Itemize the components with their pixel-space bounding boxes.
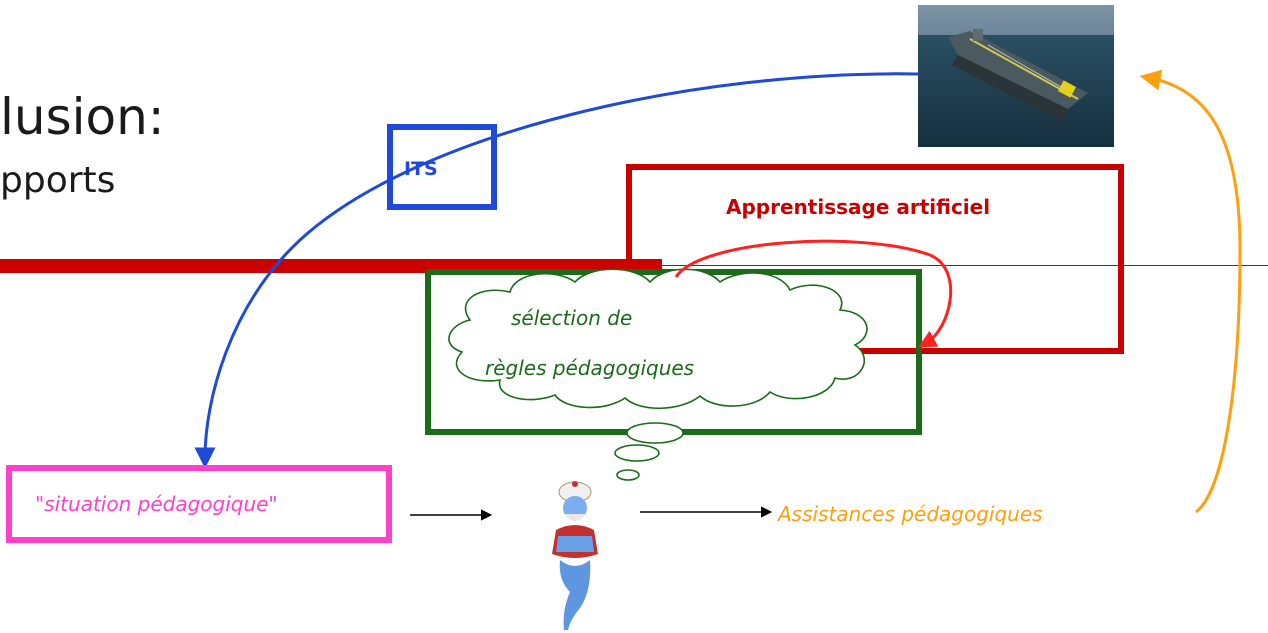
situation-box <box>6 465 392 543</box>
its-arc-arrow <box>194 72 919 469</box>
slide-subtitle: pports <box>0 160 116 201</box>
situation-label: "situation pédagogique" <box>35 492 278 516</box>
machine-learning-label: Apprentissage artificiel <box>726 195 991 219</box>
feedback-arc-arrow <box>1139 69 1242 514</box>
cloud-line-2: règles pédagogiques <box>485 356 695 380</box>
cloud-line-1: sélection de <box>511 306 633 330</box>
slide-title: lusion: <box>0 88 165 146</box>
machine-learning-box <box>626 164 1124 354</box>
assistance-label: Assistances pédagogiques <box>778 502 1043 526</box>
title-rule-thin <box>662 265 1268 266</box>
its-label: ITS <box>404 158 438 180</box>
aircraft-carrier-image <box>918 5 1114 147</box>
learning-loop-arrow <box>674 239 953 348</box>
its-box <box>387 124 497 210</box>
genie-character <box>552 481 598 630</box>
thought-cloud <box>448 268 868 410</box>
thought-bubbles <box>614 422 684 481</box>
